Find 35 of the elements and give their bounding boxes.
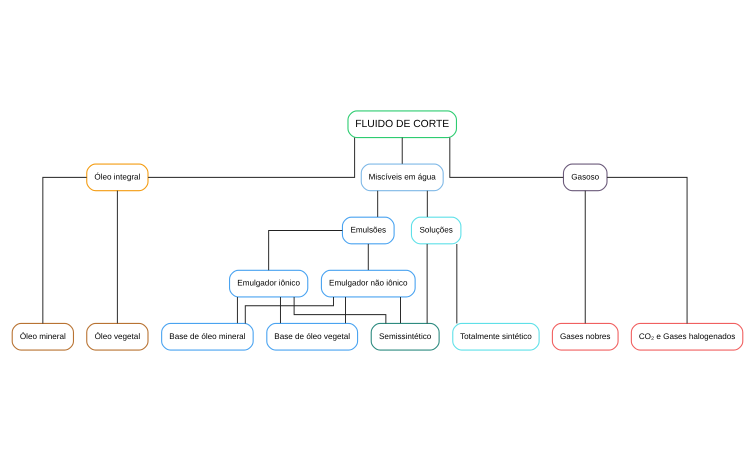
node-box: Gases nobres	[552, 322, 619, 350]
connector	[244, 296, 334, 324]
node-box: Emulsões	[342, 216, 395, 244]
connector	[377, 190, 378, 217]
connector	[584, 190, 586, 324]
connector	[368, 242, 369, 270]
node-box: Gasoso	[562, 163, 608, 191]
connector	[449, 136, 564, 178]
node-box: Óleo vegetal	[86, 322, 149, 350]
node-box: Base de óleo vegetal	[266, 322, 358, 350]
connector	[345, 296, 346, 324]
node-box: Totalmente sintético	[452, 322, 540, 350]
connector	[456, 242, 458, 324]
connector	[426, 242, 428, 324]
connector	[606, 176, 688, 324]
node-box: Emulgador iônico	[228, 269, 308, 297]
node-box: CO₂ e Gases halogenados	[630, 322, 744, 350]
node-box: Soluções	[410, 216, 462, 244]
node-box: Base de óleo mineral	[161, 322, 254, 350]
node-box: Miscíveis em água	[360, 163, 444, 191]
connector	[42, 176, 88, 324]
connector	[426, 190, 428, 217]
connector	[268, 230, 343, 270]
node-box: Óleo mineral	[12, 322, 74, 350]
connector	[402, 136, 403, 164]
connector	[148, 136, 356, 178]
connector	[116, 190, 118, 324]
connector	[400, 296, 401, 324]
node-box: Semissintético	[370, 322, 440, 350]
node-box: FLUIDO DE CORTE	[347, 110, 458, 138]
connector	[236, 296, 238, 324]
connector	[294, 296, 386, 324]
node-box: Óleo integral	[86, 163, 149, 191]
node-box: Emulgador não iônico	[320, 269, 416, 297]
connector	[280, 296, 281, 324]
